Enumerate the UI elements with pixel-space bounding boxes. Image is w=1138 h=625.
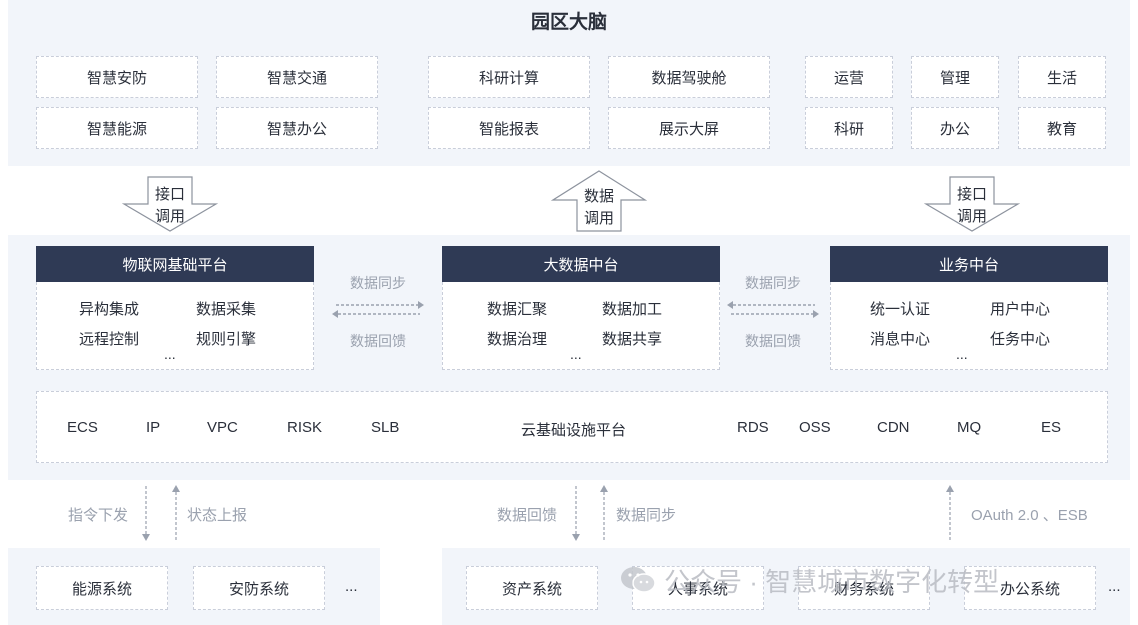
arrow-label: 调用 — [583, 210, 614, 227]
down-arrow-icon — [924, 176, 1020, 232]
big-data-platform: 大数据中台 数据汇聚 数据加工 数据治理 数据共享 ... — [442, 246, 720, 370]
app-box: 智慧交通 — [216, 56, 378, 98]
platform-item: 异构集成 — [79, 301, 140, 318]
down-arrow-icon — [572, 486, 580, 541]
infra-item: VPC — [207, 419, 238, 436]
watermark: 公众号 · 智慧城市数字化转型 — [620, 560, 999, 600]
app-box: 科研计算 — [428, 56, 590, 98]
infra-item: SLB — [371, 419, 400, 436]
oauth-flow: OAuth 2.0 、ESB — [944, 484, 1134, 544]
diagram-title: 园区大脑 — [530, 12, 607, 33]
up-arrow-icon — [551, 170, 647, 232]
feedback-label: 数据回馈 — [745, 333, 801, 349]
infra-title: 云基础设施平台 — [521, 422, 627, 439]
infra-item: ES — [1041, 419, 1062, 436]
platform-item: 数据汇聚 — [487, 301, 548, 318]
sync-label: 数据同步 — [745, 275, 801, 291]
sync-connector-left: 数据同步 数据回馈 — [330, 270, 426, 350]
platform-title: 大数据中台 — [442, 246, 720, 282]
infra-item: MQ — [957, 419, 982, 436]
down-arrow-icon — [142, 486, 150, 541]
feedback-label: 数据回馈 — [350, 333, 406, 349]
infra-item: ECS — [67, 419, 98, 436]
flow-label: 数据回馈 — [497, 507, 558, 524]
app-box: 运营 — [805, 56, 893, 98]
platform-item: 数据共享 — [602, 331, 663, 348]
app-box: 智慧能源 — [36, 107, 198, 149]
arrow-label: 数据 — [583, 188, 614, 205]
app-box: 科研 — [805, 107, 893, 149]
arrow-label: 调用 — [154, 208, 185, 225]
up-arrow-icon — [946, 485, 954, 541]
system-box: 能源系统 — [36, 566, 168, 610]
app-box: 生活 — [1018, 56, 1106, 98]
ellipsis: ... — [345, 578, 358, 595]
arrow-label: 接口 — [956, 186, 987, 203]
flow-label: 指令下发 — [68, 507, 129, 524]
platform-title: 业务中台 — [830, 246, 1108, 282]
up-arrow-icon — [600, 485, 608, 541]
app-box: 智慧安防 — [36, 56, 198, 98]
platform-item: 数据加工 — [602, 301, 663, 318]
watermark-text: 公众号 · 智慧城市数字化转型 — [664, 566, 1000, 597]
infra-item: RISK — [287, 419, 323, 436]
flow-label: 数据同步 — [616, 507, 677, 524]
infra-item: CDN — [877, 419, 910, 436]
system-box: 资产系统 — [466, 566, 598, 610]
flow-label: OAuth 2.0 、ESB — [971, 507, 1088, 524]
feedback-sync-flow: 数据回馈 数据同步 — [490, 484, 710, 544]
data-call-arrow-center: 数据 调用 — [551, 170, 647, 232]
platform-item: 用户中心 — [990, 301, 1051, 318]
app-box: 展示大屏 — [608, 107, 770, 149]
arrow-label: 接口 — [154, 186, 185, 203]
double-arrow-icon — [332, 301, 424, 318]
infra-item: IP — [146, 419, 161, 436]
iot-platform: 物联网基础平台 异构集成 数据采集 远程控制 规则引擎 ... — [36, 246, 314, 370]
platform-item: 数据治理 — [487, 331, 548, 348]
sync-connector-right: 数据同步 数据回馈 — [725, 270, 821, 350]
system-box: 安防系统 — [193, 566, 325, 610]
business-platform: 业务中台 统一认证 用户中心 消息中心 任务中心 ... — [830, 246, 1108, 370]
arrow-label: 调用 — [956, 208, 987, 225]
sync-label: 数据同步 — [350, 275, 406, 291]
platform-body — [830, 282, 1108, 370]
interface-call-arrow-left: 接口 调用 — [122, 176, 218, 232]
infra-item: RDS — [737, 419, 769, 436]
ellipsis: ... — [570, 346, 582, 362]
infra-item: OSS — [799, 419, 831, 436]
app-box: 教育 — [1018, 107, 1106, 149]
down-arrow-icon — [122, 176, 218, 232]
platform-item: 规则引擎 — [196, 331, 257, 348]
app-box: 智能报表 — [428, 107, 590, 149]
ellipsis: ... — [1108, 578, 1121, 595]
ellipsis: ... — [164, 346, 176, 362]
platform-item: 统一认证 — [870, 301, 931, 318]
app-box: 智慧办公 — [216, 107, 378, 149]
platform-title: 物联网基础平台 — [36, 246, 314, 282]
system-box: 办公系统 — [964, 566, 1096, 610]
double-arrow-icon — [727, 301, 819, 318]
flow-label: 状态上报 — [187, 507, 248, 524]
platform-item: 数据采集 — [196, 301, 257, 318]
platform-item: 远程控制 — [79, 331, 140, 348]
platform-body — [442, 282, 720, 370]
interface-call-arrow-right: 接口 调用 — [924, 176, 1020, 232]
app-box: 办公 — [911, 107, 999, 149]
app-box: 数据驾驶舱 — [608, 56, 770, 98]
ellipsis: ... — [956, 346, 968, 362]
up-arrow-icon — [172, 485, 180, 541]
platform-body — [36, 282, 314, 370]
platform-item: 消息中心 — [870, 331, 931, 348]
wechat-icon — [620, 565, 656, 595]
cloud-infra-box — [36, 391, 1108, 463]
command-status-flow: 指令下发 状态上报 — [60, 484, 280, 544]
platform-item: 任务中心 — [990, 331, 1051, 348]
app-box: 管理 — [911, 56, 999, 98]
system-box: 财务系统 — [798, 566, 930, 610]
